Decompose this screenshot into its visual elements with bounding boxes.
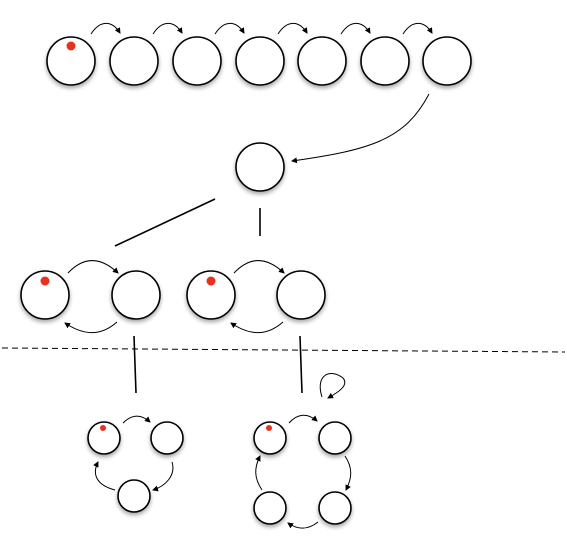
- dashed-divider: [2, 348, 565, 352]
- chain-arc-5: [341, 23, 370, 34]
- left-pair-node-2: [112, 271, 160, 319]
- triangle-arc-left: [95, 462, 115, 490]
- right-pair-arc-top: [234, 261, 284, 273]
- square-arc-bottom: [288, 522, 318, 528]
- chain-node-5: [298, 37, 346, 85]
- square-arc-top: [289, 415, 317, 423]
- left-pair-arc-top: [68, 261, 118, 273]
- right-pair-node-2: [277, 271, 325, 319]
- right-square-cycle: [254, 415, 351, 528]
- chain-node-2: [110, 37, 158, 85]
- top-chain-arcs: [91, 23, 432, 34]
- right-pair: [187, 261, 325, 333]
- chain-arc-4: [278, 23, 307, 34]
- chain-node-6: [361, 37, 409, 85]
- self-loop-arrow: [320, 374, 345, 398]
- token-dot: [67, 42, 76, 51]
- chain-arc-3: [215, 23, 244, 34]
- left-pair: [21, 261, 160, 333]
- chain-arc-2: [153, 23, 182, 34]
- triangle-node-3: [118, 480, 150, 512]
- top-chain: [47, 23, 471, 85]
- token-dot: [41, 277, 50, 286]
- square-node-3: [319, 492, 351, 524]
- square-node-4: [254, 492, 286, 524]
- triangle-arc-top: [123, 416, 150, 423]
- left-triangle-cycle: [88, 416, 183, 512]
- token-dot: [266, 425, 272, 431]
- square-node-2: [319, 422, 351, 454]
- hub-node: [236, 143, 284, 191]
- left-pair-arc-bottom: [65, 322, 117, 333]
- right-pair-down-link: [300, 336, 302, 393]
- chain-arc-6: [403, 23, 432, 34]
- chain-node-7: [423, 37, 471, 85]
- left-pair-down-link: [134, 336, 136, 393]
- hub-branch-left: [115, 199, 215, 246]
- triangle-arc-right: [153, 462, 173, 490]
- chain-node-3: [173, 37, 221, 85]
- chain-node-4: [236, 37, 284, 85]
- chain-to-hub-arrow: [292, 94, 429, 161]
- chain-arc-1: [91, 23, 120, 34]
- square-arc-right: [345, 456, 351, 490]
- square-arc-left: [256, 456, 262, 490]
- right-pair-arc-bottom: [231, 322, 283, 333]
- token-dot: [207, 277, 216, 286]
- triangle-node-2: [151, 422, 183, 454]
- token-dot: [100, 425, 106, 431]
